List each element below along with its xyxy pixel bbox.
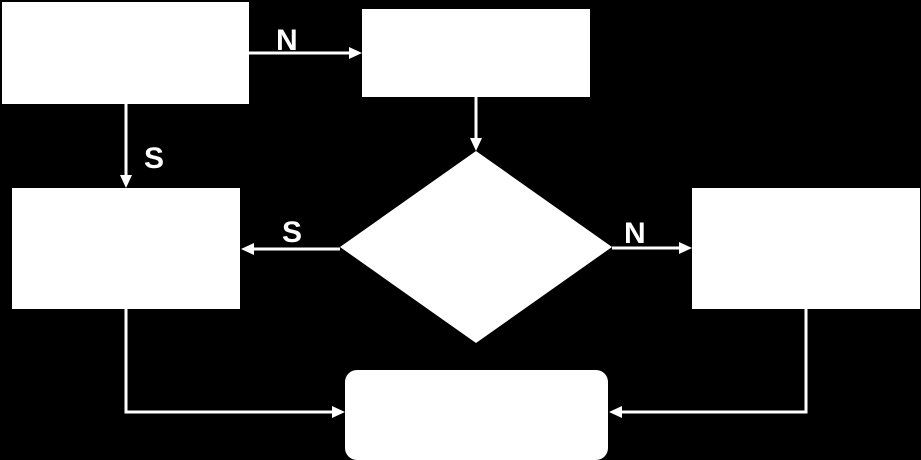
- edge-label-top-no: N: [276, 24, 298, 57]
- node-end: [345, 370, 608, 460]
- edge-start-to-top-right: [249, 47, 362, 59]
- edge-decision-to-right: [612, 242, 692, 254]
- edge-label-middle-yes: S: [282, 216, 302, 249]
- edge-decision-to-left: [241, 243, 340, 255]
- edge-right-to-end: [609, 309, 808, 418]
- node-right: [692, 188, 920, 309]
- node-left: [12, 188, 240, 309]
- edge-top-right-to-decision: [470, 97, 482, 151]
- node-decision: [340, 151, 612, 343]
- node-top-right: [362, 9, 590, 97]
- edge-label-right-no: N: [624, 217, 646, 250]
- edge-left-to-end: [124, 309, 345, 418]
- edge-start-to-left: [120, 104, 132, 188]
- edge-label-left-yes: S: [144, 142, 164, 175]
- node-start: [2, 2, 249, 104]
